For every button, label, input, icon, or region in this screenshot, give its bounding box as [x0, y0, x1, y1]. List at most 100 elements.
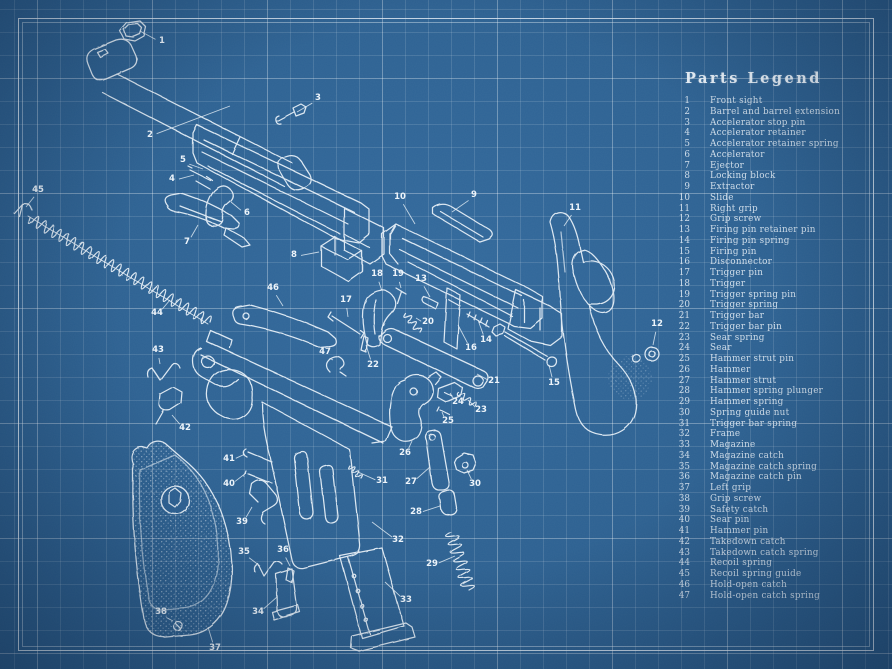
callout-leader-line — [652, 331, 657, 346]
callout-number: 44 — [151, 308, 163, 318]
callout-number: 27 — [405, 477, 417, 487]
part-extractor — [432, 203, 494, 243]
callout-number: 46 — [267, 283, 279, 293]
part-hammer-pin — [242, 448, 273, 463]
part-sear-pin — [243, 470, 273, 484]
callout-leader-line — [190, 224, 199, 238]
callout-number: 5 — [180, 155, 186, 165]
legend-part-number: 46 — [678, 579, 690, 590]
part-hold-open-catch — [232, 304, 337, 348]
legend-part-name: Takedown catch — [710, 536, 786, 547]
callout-leader-line — [230, 201, 242, 211]
callout-number: 8 — [291, 250, 297, 260]
legend-part-number: 9 — [684, 182, 690, 192]
legend-part-number: 6 — [684, 149, 690, 160]
legend-part-number: 7 — [684, 160, 690, 171]
legend-part-number: 26 — [678, 364, 690, 375]
legend-part-number: 30 — [678, 407, 690, 418]
part-trigger-bar — [378, 327, 489, 390]
callout-leader-line — [285, 557, 291, 567]
part-locking-block — [320, 236, 363, 282]
callout-leader-line — [139, 30, 156, 40]
legend-part-number: 41 — [678, 526, 690, 536]
callout-number: 40 — [223, 479, 235, 489]
legend-part-name: Accelerator retainer spring — [710, 139, 839, 149]
callout-leader-line — [416, 466, 431, 480]
legend-part-number: 33 — [678, 440, 690, 450]
legend-part-name: Accelerator stop pin — [710, 117, 806, 128]
legend-row: 33 Magazine — [672, 440, 880, 451]
legend-part-number: 21 — [678, 311, 690, 321]
legend-part-name: Trigger — [710, 278, 746, 289]
callout-number: 11 — [569, 203, 581, 213]
legend-title: Parts Legend — [685, 70, 822, 87]
callout-number: 1 — [159, 36, 165, 46]
legend-part-number: 4 — [684, 128, 690, 139]
callout-leader-line — [300, 251, 320, 256]
callout-leader-line — [563, 214, 572, 227]
legend-part-name: Accelerator retainer — [710, 128, 806, 139]
callout-leader-line — [156, 105, 231, 135]
legend-part-name: Slide — [710, 192, 734, 203]
legend-part-number: 40 — [678, 515, 690, 526]
legend-part-name: Hammer spring — [710, 397, 784, 407]
callout-number: 3 — [315, 93, 321, 103]
legend-part-name: Right grip — [710, 203, 758, 214]
callout-number: 23 — [475, 405, 487, 415]
part-takedown-catch-spring — [146, 362, 181, 381]
legend-part-name: Trigger spring — [710, 300, 779, 311]
legend-part-number: 12 — [678, 214, 690, 225]
callout-number: 18 — [371, 269, 383, 279]
callout-number: 12 — [651, 319, 663, 329]
legend-part-name: Spring guide nut — [710, 407, 790, 418]
callout-number: 29 — [426, 559, 438, 569]
callout-number: 31 — [376, 476, 388, 486]
callout-number: 47 — [319, 347, 331, 357]
callout-leader-line — [346, 307, 349, 318]
callout-leader-line — [365, 344, 372, 360]
callout-number: 10 — [394, 192, 406, 202]
callout-number: 22 — [367, 360, 379, 370]
callout-leader-line — [245, 506, 253, 518]
legend-part-name: Magazine catch — [710, 450, 785, 461]
callout-leader-line — [207, 626, 214, 643]
legend-part-number: 38 — [678, 493, 690, 504]
legend-part-number: 14 — [678, 235, 690, 246]
legend-part-number: 28 — [678, 386, 690, 397]
legend-part-name: Extractor — [710, 182, 755, 192]
legend-part-name: Magazine — [710, 440, 756, 450]
callout-number: 4 — [169, 174, 175, 184]
part-ejector — [164, 192, 251, 248]
callout-number: 6 — [244, 208, 250, 218]
callout-number: 25 — [442, 416, 454, 426]
legend-part-name: Safety catch — [710, 504, 769, 515]
callout-number: 32 — [392, 535, 404, 545]
legend-part-name: Takedown catch spring — [710, 547, 819, 558]
legend-part-name: Trigger spring pin — [710, 289, 797, 300]
legend-part-number: 27 — [678, 375, 690, 386]
legend-part-number: 8 — [684, 171, 690, 182]
legend-part-number: 31 — [678, 418, 690, 429]
callout-leader-line — [423, 286, 431, 298]
legend-row: 30 Spring guide nut — [672, 408, 880, 419]
part-right-grip — [549, 211, 652, 436]
callout-leader-line — [178, 174, 195, 180]
